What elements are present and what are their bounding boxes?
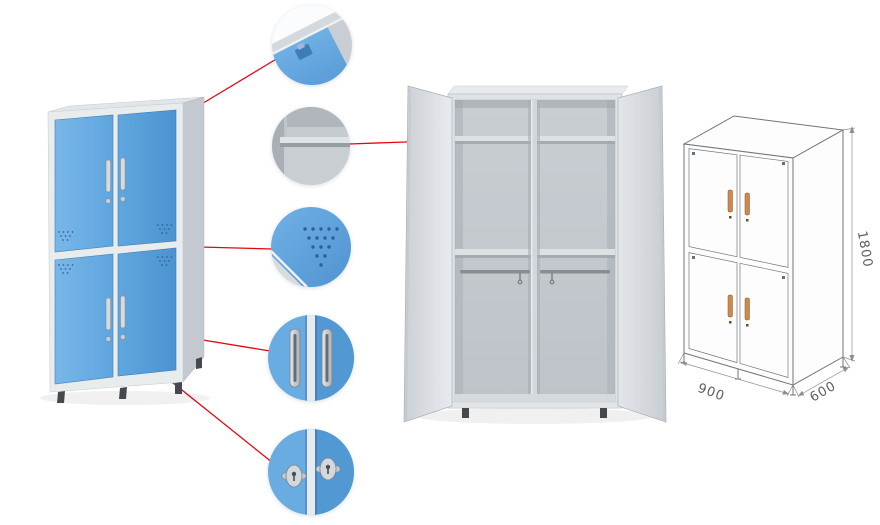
interior-shelf-icon (272, 107, 350, 185)
cabinet-top-corner-icon (272, 5, 352, 85)
dimension-sketch: 1800 900 600 (677, 115, 875, 406)
locks-detail-callout (268, 429, 354, 515)
sketch-side-face (792, 129, 844, 386)
upper-left-door (54, 114, 114, 253)
height-dimension-label: 1800 (854, 230, 875, 269)
ventilation-holes-icon (271, 207, 351, 287)
lower-right-door (117, 247, 177, 377)
door-locks (105, 196, 126, 342)
right-open-door (617, 85, 667, 423)
handles-detail-callout (268, 315, 354, 401)
left-handle (289, 328, 301, 388)
open-cabinet-top-face (447, 85, 629, 95)
door-handles (105, 157, 126, 331)
hanging-rod-left (460, 270, 530, 285)
door-handles-icon (268, 315, 354, 401)
callout-line-vents (199, 246, 273, 250)
cabinet-side-face (182, 96, 205, 383)
right-lock (315, 457, 341, 481)
shelf-detail-callout (272, 107, 350, 185)
cam-locks-icon (268, 429, 354, 515)
lower-left-door (54, 253, 114, 385)
height-dimension: 1800 (842, 126, 875, 362)
left-door-edge (405, 87, 411, 421)
center-divider (528, 100, 540, 402)
vent-holes-detail-callout (271, 207, 351, 287)
cabinet-feet (57, 357, 202, 403)
depth-dimension-label: 600 (807, 379, 839, 406)
sketch-handles (727, 189, 750, 327)
sketch-vent-marks (692, 152, 785, 279)
open-cabinet-render (403, 85, 667, 424)
closed-cabinet-render (40, 96, 210, 405)
floor-shadow (415, 408, 655, 424)
width-dimension-label: 900 (696, 381, 727, 405)
left-open-door (403, 85, 453, 423)
sketch-doors (688, 148, 789, 378)
sketch-front-face (683, 143, 794, 386)
callout-line-top-corner (194, 57, 279, 109)
left-lock (281, 464, 307, 488)
interior-floor (455, 394, 615, 402)
base-strip (447, 401, 623, 409)
sketch-feet (681, 353, 846, 396)
upper-right-door (117, 109, 177, 247)
cabinet-doors (54, 109, 177, 385)
top-corner-detail-callout (272, 5, 352, 85)
open-cabinet-feet (462, 408, 607, 418)
right-handle (321, 328, 333, 388)
right-door-edge (659, 87, 665, 421)
hanging-rod-right (540, 270, 610, 285)
vent-dot-grid (303, 227, 339, 267)
